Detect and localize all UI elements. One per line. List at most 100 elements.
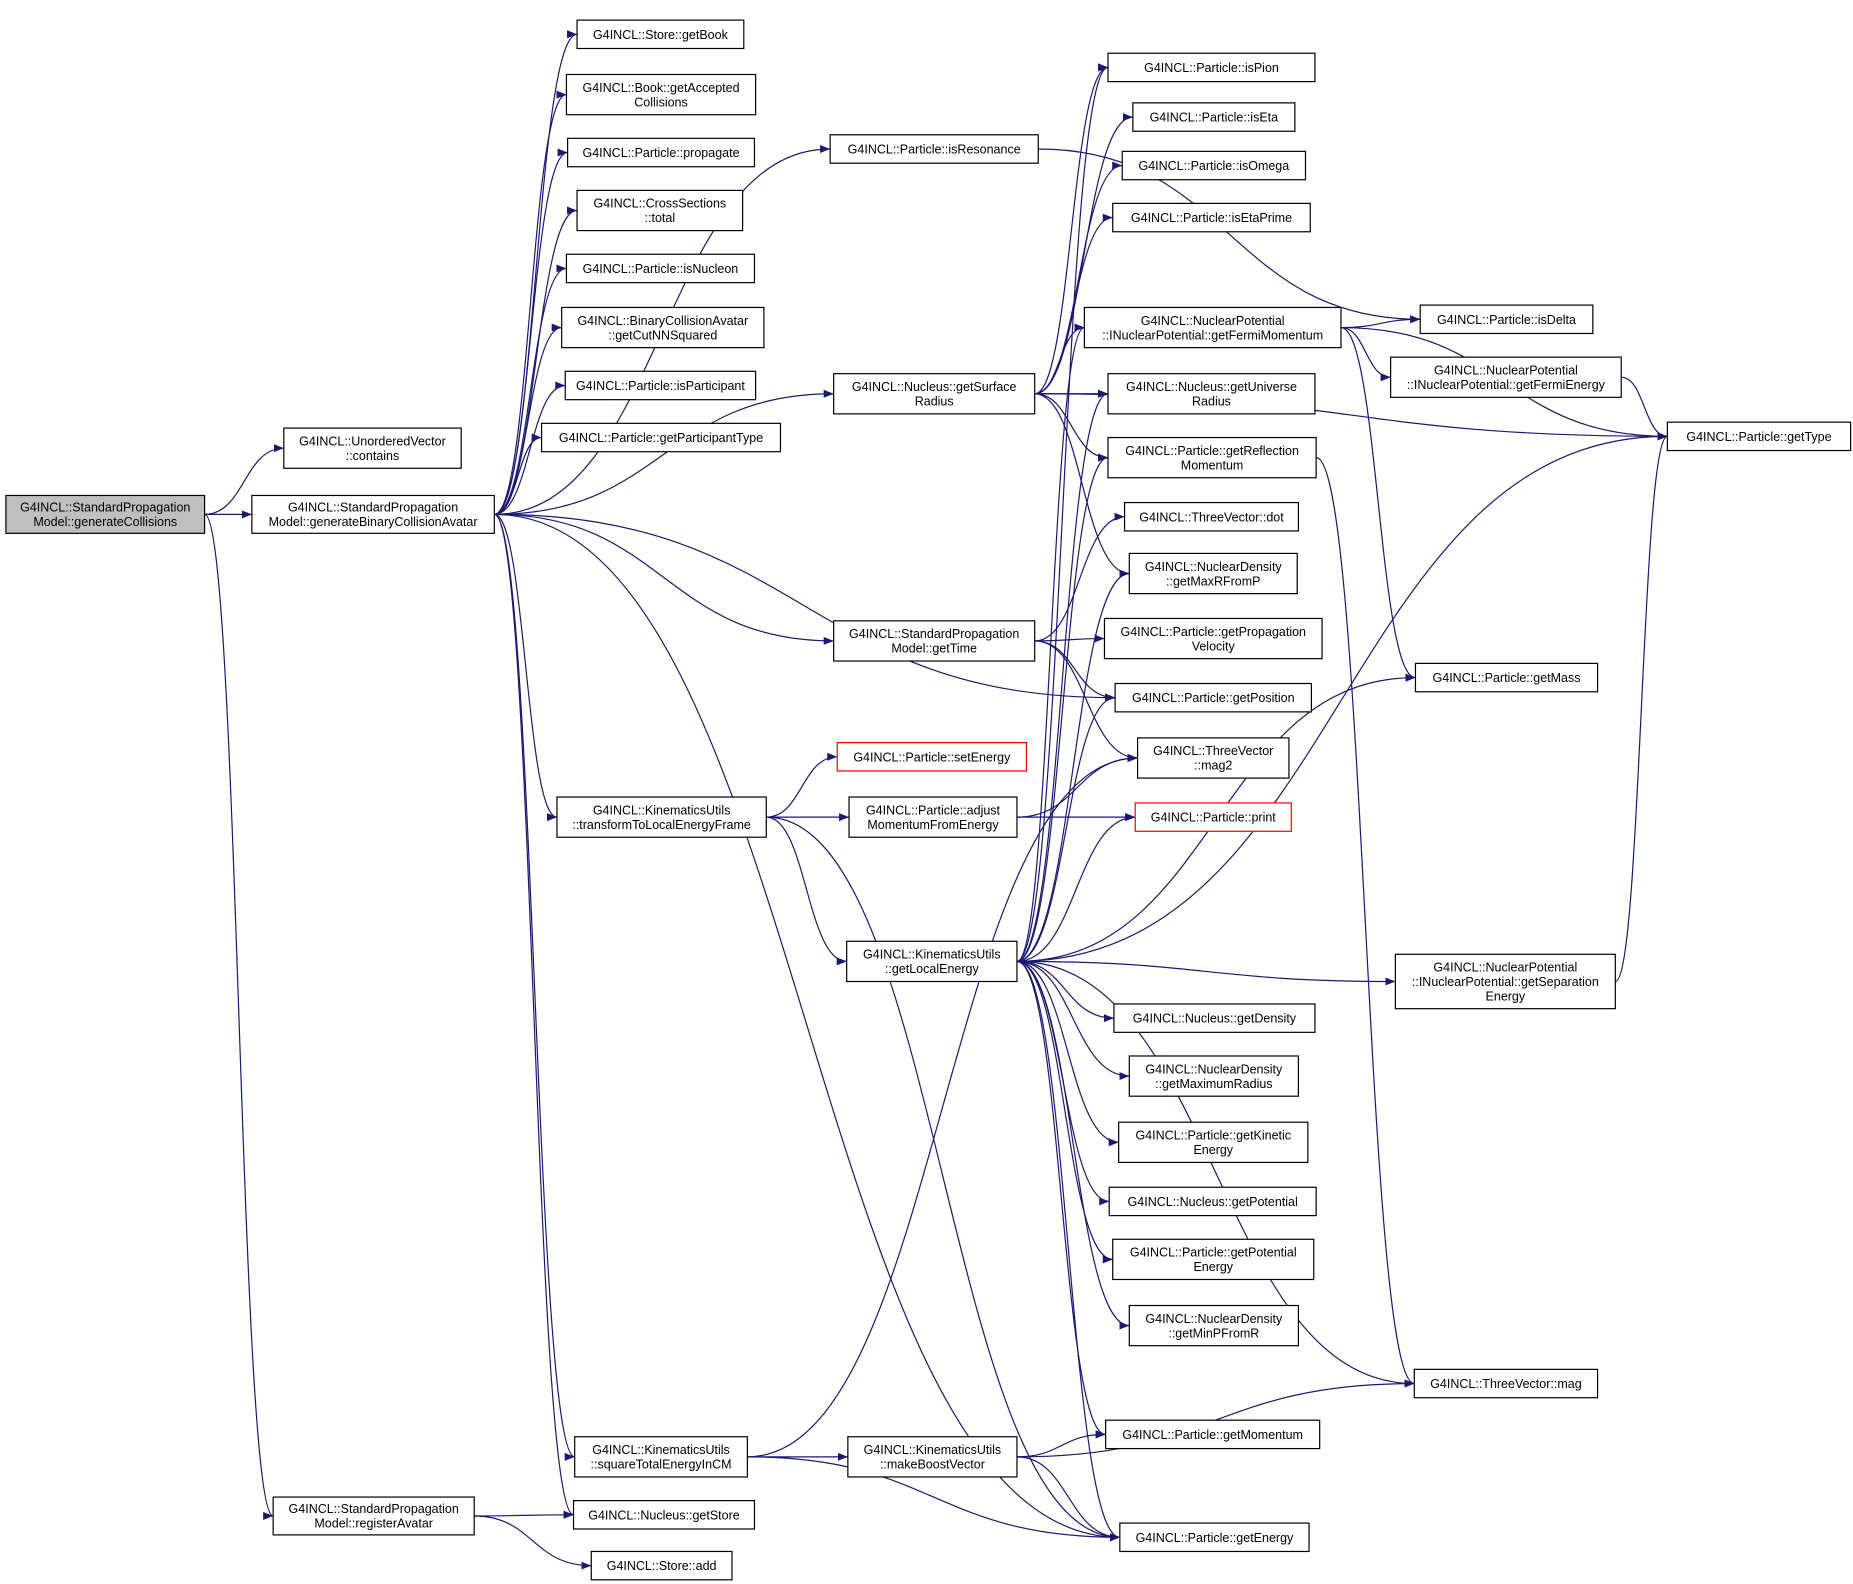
call-edges [204, 30, 1668, 1570]
node-label: Model::generateBinaryCollisionAvatar [269, 515, 478, 529]
node-fermiEnergy[interactable]: G4INCL::NuclearPotential::INuclearPotent… [1390, 356, 1622, 398]
node-box [556, 796, 767, 838]
node-label: G4INCL::Particle::getType [1686, 430, 1831, 444]
edge-localEnergy-to-getMomentum [1016, 960, 1106, 1439]
node-maximumRadius[interactable]: G4INCL::NuclearDensity::getMaximumRadius [1128, 1055, 1300, 1097]
node-crossTotal[interactable]: G4INCL::CrossSections::total [576, 189, 744, 232]
node-isParticipant[interactable]: G4INCL::Particle::isParticipant [564, 370, 757, 401]
node-maxRFromP[interactable]: G4INCL::NuclearDensity::getMaxRFromP [1128, 552, 1298, 595]
node-label: G4INCL::Particle::getParticipantType [559, 431, 763, 445]
node-label: G4INCL::StandardPropagation [849, 627, 1019, 641]
edge-separationEnergy-to-getType [1614, 432, 1668, 983]
edge-localEnergy-to-fermiMomentum [1016, 323, 1085, 962]
node-registerAvatar[interactable]: G4INCL::StandardPropagationModel::regist… [272, 1496, 475, 1536]
node-propagate[interactable]: G4INCL::Particle::propagate [567, 137, 756, 168]
node-mag2[interactable]: G4INCL::ThreeVector::mag2 [1136, 737, 1290, 779]
edge-genBinary-to-isParticipant [494, 381, 566, 515]
node-isOmega[interactable]: G4INCL::Particle::isOmega [1121, 150, 1307, 181]
node-box [561, 306, 765, 349]
node-box [576, 189, 744, 232]
edge-fermiMomentum-to-isDelta [1340, 315, 1421, 329]
node-transformLocal[interactable]: G4INCL::KinematicsUtils::transformToLoca… [556, 796, 767, 838]
node-threeDot[interactable]: G4INCL::ThreeVector::dot [1123, 501, 1300, 532]
node-cutNN[interactable]: G4INCL::BinaryCollisionAvatar::getCutNNS… [561, 306, 765, 349]
node-isPion[interactable]: G4INCL::Particle::isPion [1107, 52, 1316, 83]
node-getType[interactable]: G4INCL::Particle::getType [1666, 421, 1852, 452]
node-getMass[interactable]: G4INCL::Particle::getMass [1414, 662, 1599, 693]
node-nucleusPotential[interactable]: G4INCL::Nucleus::getPotential [1108, 1186, 1317, 1217]
node-box [1108, 1186, 1317, 1217]
edge-localEnergy-to-separationEnergy [1016, 960, 1396, 986]
node-label: Radius [1192, 395, 1231, 409]
node-isEtaPrime[interactable]: G4INCL::Particle::isEtaPrime [1112, 202, 1311, 233]
node-box [1113, 1003, 1316, 1033]
node-label: G4INCL::Particle::adjust [866, 803, 1001, 817]
edge-squareTotal-to-getEnergy [747, 1456, 1120, 1542]
node-genCollisions[interactable]: G4INCL::StandardPropagationModel::genera… [5, 494, 206, 534]
node-print[interactable]: G4INCL::Particle::print [1134, 802, 1292, 832]
node-setEnergy[interactable]: G4INCL::Particle::setEnergy [836, 742, 1028, 772]
node-adjustMomentum[interactable]: G4INCL::Particle::adjustMomentumFromEner… [848, 796, 1018, 838]
node-label: G4INCL::CrossSections [593, 197, 726, 211]
node-label: ::getCutNNSquared [608, 328, 717, 342]
node-label: Momentum [1181, 458, 1244, 472]
node-participantType[interactable]: G4INCL::Particle::getParticipantType [540, 422, 782, 453]
edge-genCollisions-to-registerAvatar [204, 513, 274, 1520]
node-label: G4INCL::Particle::isParticipant [576, 379, 745, 393]
node-fermiMomentum[interactable]: G4INCL::NuclearPotential::INuclearPotent… [1083, 306, 1342, 349]
node-nucleusStore[interactable]: G4INCL::Nucleus::getStore [572, 1500, 756, 1530]
node-getMomentum[interactable]: G4INCL::Particle::getMomentum [1105, 1419, 1321, 1450]
node-label: G4INCL::NuclearPotential [1141, 314, 1285, 328]
node-box [576, 19, 745, 50]
node-box [565, 253, 756, 284]
node-getPosition[interactable]: G4INCL::Particle::getPosition [1114, 682, 1313, 713]
node-label: G4INCL::Particle::isOmega [1138, 159, 1289, 173]
node-isEta[interactable]: G4INCL::Particle::isEta [1132, 102, 1296, 132]
node-genBinary[interactable]: G4INCL::StandardPropagationModel::genera… [251, 494, 495, 534]
node-label: Model::generateCollisions [33, 515, 177, 529]
node-storeAdd[interactable]: G4INCL::Store::add [590, 1550, 733, 1581]
edge-genBinary-to-crossTotal [494, 206, 578, 515]
node-isDelta[interactable]: G4INCL::Particle::isDelta [1419, 304, 1594, 335]
node-threeMag[interactable]: G4INCL::ThreeVector::mag [1413, 1368, 1599, 1399]
node-box [1114, 682, 1313, 713]
node-box [1112, 1238, 1315, 1281]
node-getEnergy[interactable]: G4INCL::Particle::getEnergy [1119, 1522, 1310, 1553]
node-minPFromR[interactable]: G4INCL::NuclearDensity::getMinPFromR [1128, 1304, 1300, 1347]
edge-surfaceRadius-to-isPion [1034, 63, 1109, 395]
node-getTime[interactable]: G4INCL::StandardPropagationModel::getTim… [833, 620, 1036, 662]
node-getDensity[interactable]: G4INCL::Nucleus::getDensity [1113, 1003, 1316, 1033]
node-label: G4INCL::Particle::getKinetic [1135, 1129, 1291, 1143]
node-label: Collisions [634, 95, 688, 109]
node-unorderedContains[interactable]: G4INCL::UnorderedVector::contains [283, 427, 462, 469]
node-box [1107, 373, 1316, 415]
node-storeGetBook[interactable]: G4INCL::Store::getBook [576, 19, 745, 50]
node-localEnergy[interactable]: G4INCL::KinematicsUtils::getLocalEnergy [846, 940, 1018, 983]
node-isResonance[interactable]: G4INCL::Particle::isResonance [829, 134, 1039, 164]
edge-genBinary-to-bookAccepted [494, 90, 567, 515]
node-label: G4INCL::ThreeVector [1153, 744, 1273, 758]
edge-genBinary-to-getTime [494, 513, 834, 645]
node-label: G4INCL::Nucleus::getSurface [852, 380, 1017, 394]
edge-genBinary-to-transformLocal [494, 513, 558, 822]
edge-fermiMomentum-to-getMass [1340, 326, 1416, 682]
node-box [574, 1436, 748, 1478]
node-label: G4INCL::Particle::getPropagation [1120, 625, 1306, 639]
node-box [1414, 662, 1599, 693]
node-box [251, 494, 495, 534]
node-squareTotal[interactable]: G4INCL::KinematicsUtils::squareTotalEner… [574, 1436, 748, 1478]
node-box [1112, 202, 1311, 233]
edge-getTime-to-getPosition [1034, 640, 1116, 702]
node-isNucleon[interactable]: G4INCL::Particle::isNucleon [565, 253, 756, 284]
edge-registerAvatar-to-storeAdd [474, 1515, 592, 1570]
node-makeBoost[interactable]: G4INCL::KinematicsUtils::makeBoostVector [847, 1436, 1018, 1478]
node-separationEnergy[interactable]: G4INCL::NuclearPotential::INuclearPotent… [1394, 953, 1616, 1010]
